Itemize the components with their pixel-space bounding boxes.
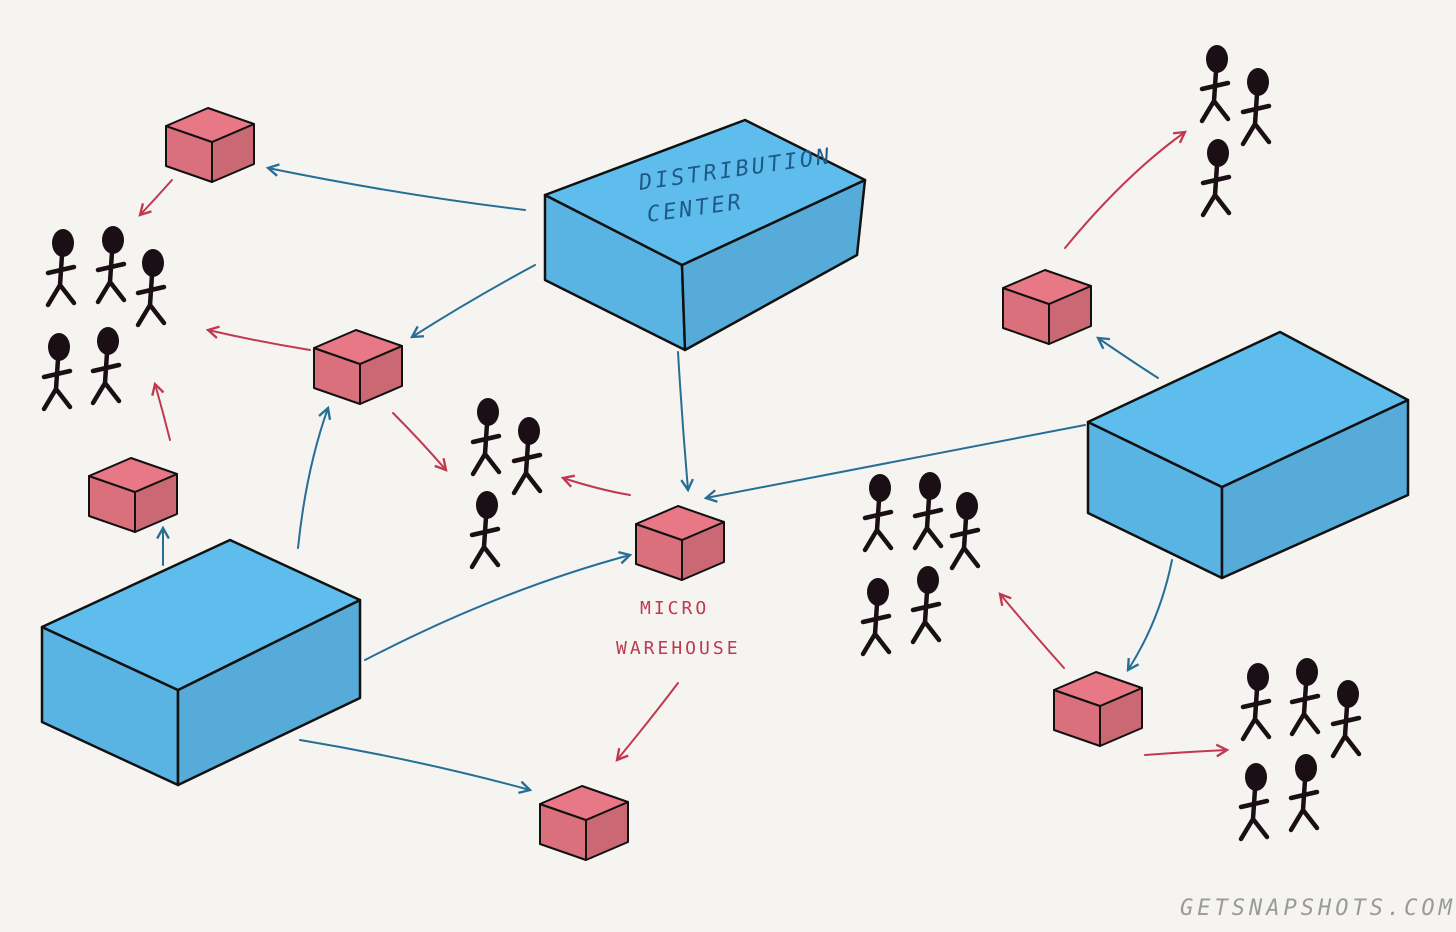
micro-warehouse-icon bbox=[165, 107, 255, 183]
micro-warehouse-icon bbox=[1002, 269, 1092, 345]
customer-icon bbox=[1200, 139, 1232, 218]
watermark: GETSNAPSHOTS.COM bbox=[1180, 896, 1456, 921]
supply-arrow-icon bbox=[677, 351, 688, 490]
micro-warehouse-label-line2: WAREHOUSE bbox=[616, 638, 741, 659]
delivery-arrow-icon bbox=[1064, 132, 1185, 249]
distribution-centers-layer bbox=[40, 118, 1410, 787]
supply-arrow-icon bbox=[299, 739, 530, 790]
customer-icon bbox=[511, 417, 543, 496]
delivery-arrow-icon bbox=[1144, 750, 1227, 755]
supply-arrow-icon bbox=[412, 264, 536, 337]
supply-arrow-icon bbox=[297, 408, 328, 549]
micro-warehouse-icon bbox=[88, 457, 178, 533]
delivery-arrow-icon bbox=[208, 330, 311, 351]
micro-warehouse-icon bbox=[539, 785, 629, 861]
delivery-arrow-icon bbox=[392, 412, 446, 470]
customer-icon bbox=[1330, 680, 1362, 759]
customer-icon bbox=[912, 472, 944, 551]
supply-arrow-icon bbox=[1128, 559, 1173, 670]
supply-arrow-icon bbox=[364, 555, 630, 661]
customer-icon bbox=[949, 492, 981, 571]
supply-arrow-icon bbox=[1098, 338, 1159, 379]
micro-warehouse-icon bbox=[1053, 671, 1143, 747]
micro-warehouse-icon bbox=[635, 505, 725, 581]
supply-arrow-icon bbox=[706, 424, 1086, 498]
customer-icon bbox=[910, 566, 942, 645]
distribution-center-icon bbox=[40, 538, 362, 787]
customer-icon bbox=[45, 229, 77, 308]
distribution-center-icon bbox=[1086, 330, 1410, 580]
customer-icon bbox=[469, 491, 501, 570]
distribution-center-icon bbox=[543, 118, 867, 352]
delivery-arrow-icon bbox=[563, 478, 631, 496]
micro-warehouses-layer bbox=[88, 107, 1143, 861]
customer-icon bbox=[1288, 754, 1320, 833]
customer-icon bbox=[1199, 45, 1231, 124]
delivery-arrow-icon bbox=[617, 682, 679, 760]
delivery-arrow-icon bbox=[155, 384, 171, 441]
customer-icon bbox=[1238, 763, 1270, 842]
customer-icon bbox=[95, 226, 127, 305]
customer-icon bbox=[1240, 68, 1272, 147]
customer-icon bbox=[862, 474, 894, 553]
delivery-arrow-icon bbox=[1000, 594, 1065, 669]
micro-warehouse-icon bbox=[313, 329, 403, 405]
customer-icon bbox=[860, 578, 892, 657]
arrows-layer bbox=[140, 132, 1227, 790]
customer-icon bbox=[135, 249, 167, 328]
customer-icon bbox=[90, 327, 122, 406]
delivery-arrow-icon bbox=[140, 179, 173, 215]
supply-arrow-icon bbox=[268, 168, 526, 211]
micro-warehouse-label-line1: MICRO bbox=[640, 598, 709, 619]
customer-icon bbox=[1289, 658, 1321, 737]
customer-icon bbox=[41, 333, 73, 412]
customer-icon bbox=[1240, 663, 1272, 742]
customer-icon bbox=[470, 398, 502, 477]
customers-layer bbox=[41, 45, 1362, 842]
